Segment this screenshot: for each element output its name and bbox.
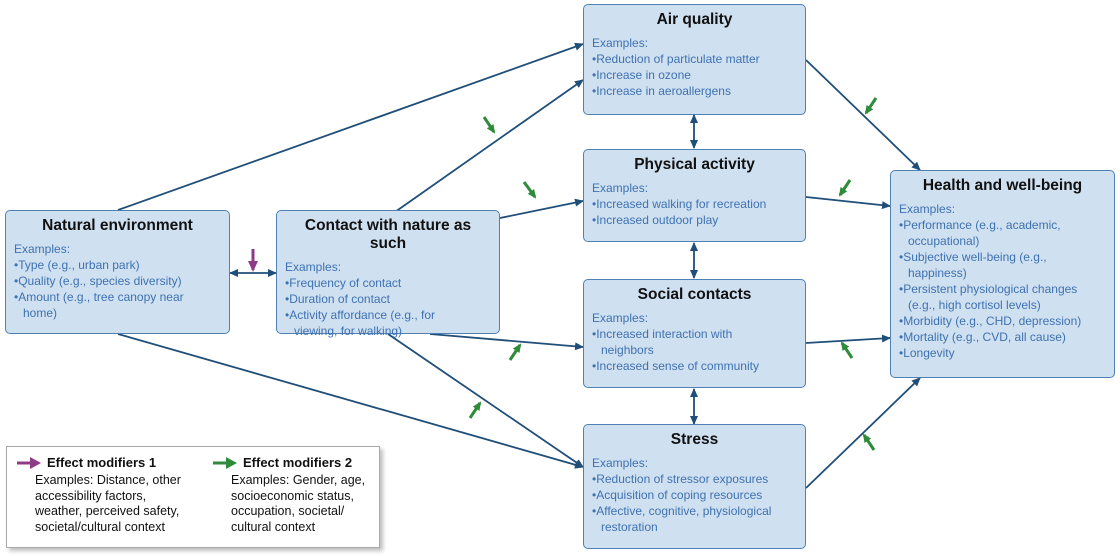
modifier2-marker (482, 116, 496, 134)
example-item: Persistent physiological changes (e.g., … (899, 281, 1106, 313)
example-item: Amount (e.g., tree canopy near home) (14, 289, 213, 321)
box-title: Contact with nature as such (304, 217, 472, 252)
modifier2-marker (840, 341, 854, 359)
arrow-natural-to-stress (117, 333, 584, 469)
example-list: Reduction of stressor exposures Acquisit… (592, 471, 797, 535)
social-contacts-box: Social contacts Examples: Increased inte… (583, 279, 806, 388)
example-item: Increased interaction with neighbors (592, 326, 761, 358)
example-item: Morbidity (e.g., CHD, depression) (899, 313, 1106, 329)
example-item: Frequency of contact (285, 275, 491, 291)
example-list: Type (e.g., urban park) Quality (e.g., s… (14, 257, 221, 321)
example-item: Quality (e.g., species diversity) (14, 273, 221, 289)
box-title: Stress (670, 431, 719, 448)
example-list: Increased walking for recreation Increas… (592, 196, 797, 228)
example-item: Reduction of stressor exposures (592, 471, 797, 487)
arrow-social-to-health (805, 334, 891, 344)
example-item: Mortality (e.g., CVD, all cause) (899, 329, 1106, 345)
arrow-contact-to-stress (387, 333, 584, 468)
modifier2-marker (838, 179, 852, 197)
example-item: Increased walking for recreation (592, 196, 797, 212)
example-list: Reduction of particulate matter Increase… (592, 51, 797, 99)
example-list: Frequency of contact Duration of contact… (285, 275, 491, 339)
examples-label: Examples: (14, 242, 71, 256)
modifier2-marker (522, 181, 537, 199)
example-item: Increased outdoor play (592, 212, 797, 228)
green-arrow-icon (213, 456, 237, 469)
example-item: Increased sense of community (592, 358, 797, 374)
example-item: Increase in ozone (592, 67, 797, 83)
example-item: Activity affordance (e.g., for viewing, … (285, 307, 479, 339)
example-list: Increased interaction with neighbors Inc… (592, 326, 797, 374)
arrow-air-to-health (805, 59, 921, 171)
modifier2-marker (862, 433, 876, 451)
arrow-physical-to-health (805, 196, 891, 210)
arrow-stress-to-health (805, 377, 921, 489)
purple-arrow-icon (17, 456, 41, 469)
air-quality-box: Air quality Examples: Reduction of parti… (583, 4, 806, 115)
example-item: Reduction of particulate matter (592, 51, 797, 67)
natural-environment-box: Natural environment Examples: Type (e.g.… (5, 210, 230, 334)
examples-label: Examples: (592, 181, 649, 195)
example-item: Duration of contact (285, 291, 491, 307)
example-item: Performance (e.g., academic, occupationa… (899, 217, 1098, 249)
example-list: Performance (e.g., academic, occupationa… (899, 217, 1106, 361)
examples-label: Examples: (899, 202, 956, 216)
example-item: Type (e.g., urban park) (14, 257, 221, 273)
contact-with-nature-box: Contact with nature as such Examples: Fr… (276, 210, 500, 338)
example-item: Affective, cognitive, physiological rest… (592, 503, 797, 535)
examples-label: Examples: (592, 456, 649, 470)
example-item: Subjective well-being (e.g., happiness) (899, 249, 1098, 281)
box-title: Physical activity (634, 156, 755, 173)
legend-modifier-1-title: Effect modifiers 1 (47, 455, 157, 470)
health-wellbeing-box: Health and well-being Examples: Performa… (890, 170, 1115, 378)
arrow-contact-to-physical (499, 198, 584, 219)
examples-label: Examples: (592, 311, 649, 325)
arrow-natural-to-air (117, 42, 584, 211)
legend-modifier-2-text: Examples: Gender, age, socioeconomic sta… (231, 473, 366, 534)
example-item: Acquisition of coping resources (592, 487, 797, 503)
physical-activity-box: Physical activity Examples: Increased wa… (583, 149, 806, 242)
effect-modifier-2-markers (468, 97, 878, 451)
box-title: Social contacts (637, 286, 752, 303)
modifier2-marker (864, 97, 878, 115)
example-item: Longevity (899, 345, 1106, 361)
box-title: Air quality (656, 11, 733, 28)
example-item: Increase in aeroallergens (592, 83, 797, 99)
examples-label: Examples: (592, 36, 649, 50)
box-title: Natural environment (42, 217, 193, 234)
arrow-contact-to-air (394, 79, 584, 213)
modifier2-marker (468, 401, 482, 419)
legend-modifier-1-text: Examples: Distance, other accessibility … (35, 473, 181, 534)
box-title: Health and well-being (922, 177, 1083, 194)
legend-modifier-2-title: Effect modifiers 2 (243, 455, 353, 470)
legend-modifier-1: Effect modifiers 1 Examples: Distance, o… (17, 455, 195, 535)
modifier2-marker (508, 343, 522, 361)
legend: Effect modifiers 1 Examples: Distance, o… (6, 446, 380, 548)
legend-modifier-2: Effect modifiers 2 Examples: Gender, age… (213, 455, 373, 535)
examples-label: Examples: (285, 260, 342, 274)
stress-box: Stress Examples: Reduction of stressor e… (583, 424, 806, 549)
